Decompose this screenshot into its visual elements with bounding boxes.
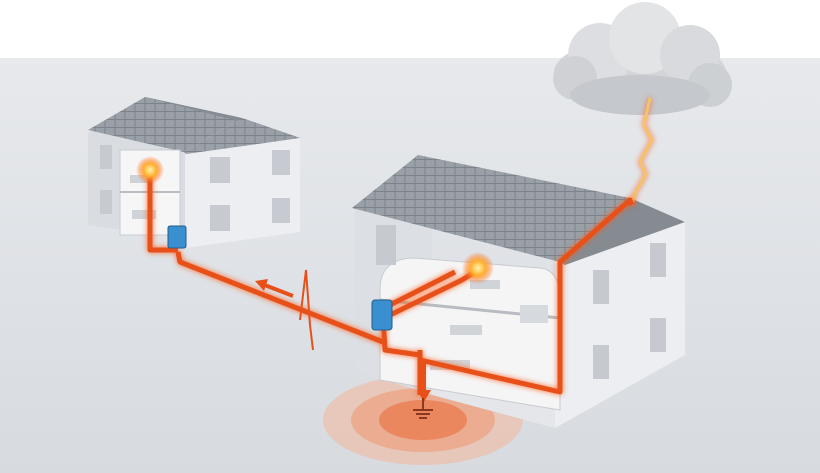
- direction-arrow-icon: [255, 279, 294, 298]
- spark-burst-icon: [462, 252, 494, 284]
- left-distribution-box: [167, 225, 187, 249]
- right-distribution-box: [371, 299, 393, 331]
- spark-burst-icon: [136, 156, 164, 184]
- right-building: [352, 155, 685, 428]
- lightning-bolt-icon: [630, 97, 654, 206]
- voltage-spike: [299, 269, 314, 351]
- surge-path-right-cable-b: [388, 269, 457, 308]
- surge-path-interbuilding: [175, 251, 384, 345]
- surge-path-left-riser: [147, 170, 178, 253]
- left-building: [88, 97, 300, 248]
- direction-arrow-icon: [417, 360, 431, 402]
- surge-path-roof-to-ground: [419, 197, 635, 395]
- storm-cloud-icon: [553, 2, 732, 115]
- ground-symbol-icon: [413, 398, 433, 419]
